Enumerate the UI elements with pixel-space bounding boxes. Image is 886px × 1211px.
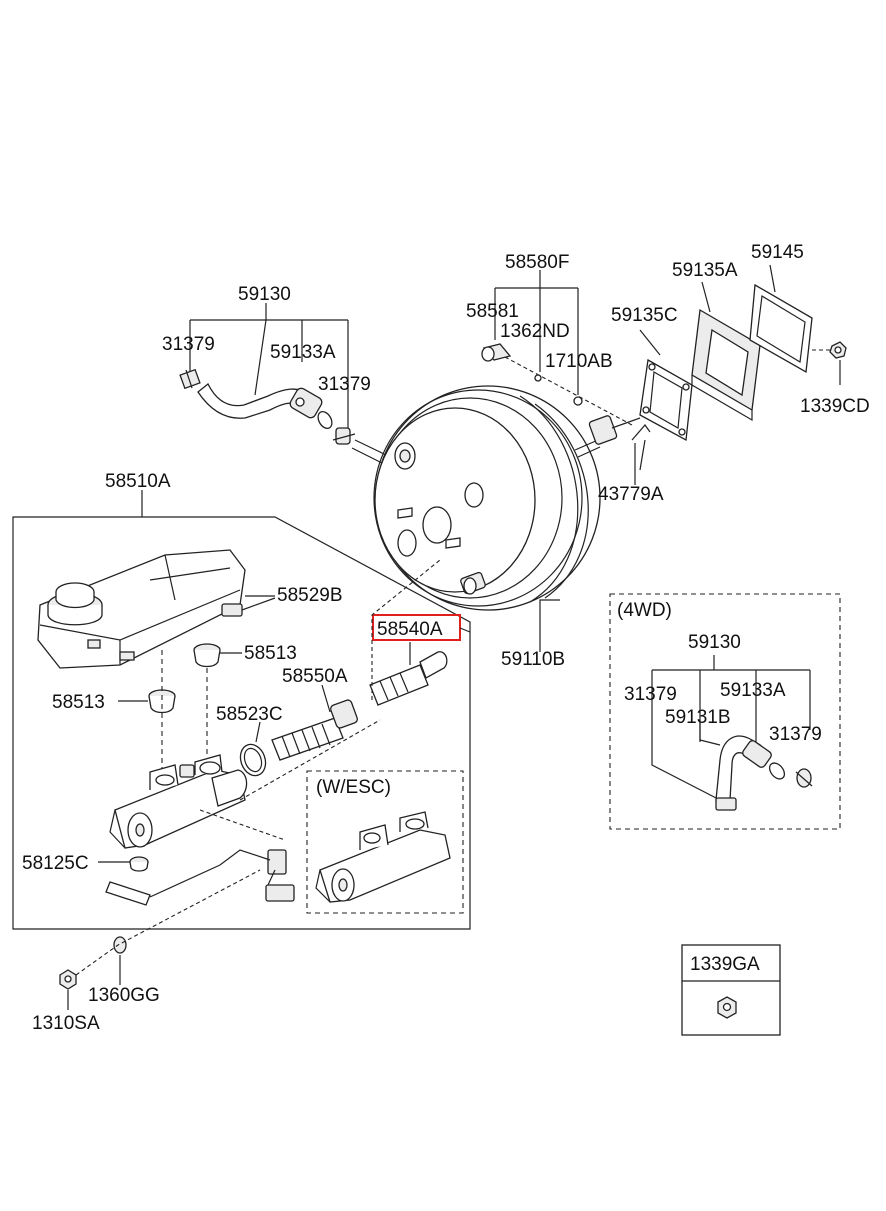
grommet-58513-left[interactable]	[148, 689, 176, 714]
label-58581[interactable]: 58581	[466, 301, 519, 322]
pressure-sensor-wire	[105, 849, 295, 906]
clevis-pin[interactable]	[481, 343, 512, 362]
label-1339GA[interactable]: 1339GA	[690, 954, 760, 975]
reservoir-cap[interactable]	[47, 582, 103, 626]
level-sensor-connector	[221, 597, 276, 617]
o-ring-58523C[interactable]	[236, 741, 269, 779]
4wd-title: (4WD)	[617, 600, 672, 621]
pin-43779A[interactable]	[631, 424, 651, 441]
4wd-label-31379-right[interactable]: 31379	[769, 724, 822, 745]
label-1310SA[interactable]: 1310SA	[32, 1013, 100, 1034]
nut-1339CD[interactable]	[829, 341, 847, 359]
master-cylinder-assembly-box	[12, 516, 471, 930]
part-1339GA-box	[681, 944, 781, 1036]
label-58529B[interactable]: 58529B	[277, 585, 343, 606]
clevis-pin-group	[481, 270, 633, 426]
check-valve[interactable]	[288, 386, 334, 430]
spacer-59135A[interactable]	[691, 308, 761, 422]
4wd-label-59131B[interactable]: 59131B	[665, 707, 731, 728]
clip[interactable]	[573, 396, 583, 406]
label-59135C[interactable]: 59135C	[611, 305, 678, 326]
4wd-variant-box	[609, 593, 841, 830]
4wd-label-31379-left[interactable]: 31379	[624, 684, 677, 705]
grommet-58513-right[interactable]	[193, 643, 221, 668]
4wd-label-59133A[interactable]: 59133A	[720, 680, 786, 701]
label-58513-right[interactable]: 58513	[244, 643, 297, 664]
wesc-variant-box	[306, 770, 464, 914]
gasket-59135C[interactable]	[639, 358, 693, 442]
label-58523C[interactable]: 58523C	[216, 704, 283, 725]
label-1339CD[interactable]: 1339CD	[800, 396, 870, 417]
label-1710AB[interactable]: 1710AB	[545, 351, 613, 372]
plug-58125C[interactable]	[129, 856, 149, 872]
label-59110B[interactable]: 59110B	[501, 649, 565, 670]
booster-port-fitting	[460, 571, 486, 595]
label-58550A[interactable]: 58550A	[282, 666, 348, 687]
label-58510A[interactable]: 58510A	[105, 471, 171, 492]
mounting-bolt-1310SA[interactable]	[59, 969, 77, 990]
label-59133A[interactable]: 59133A	[270, 342, 336, 363]
label-58580F[interactable]: 58580F	[505, 252, 569, 273]
label-1362ND[interactable]: 1362ND	[500, 321, 570, 342]
washer-1360GG[interactable]	[113, 936, 127, 954]
brake-booster[interactable]	[373, 385, 641, 611]
highlight-box-58540A	[372, 614, 461, 641]
label-31379-left[interactable]: 31379	[162, 334, 215, 355]
label-1360GG[interactable]: 1360GG	[88, 985, 160, 1006]
primary-piston-58550A[interactable]	[271, 699, 358, 761]
snap-pin[interactable]	[534, 374, 542, 382]
label-58125C[interactable]: 58125C	[22, 853, 89, 874]
hose-clamp-right[interactable]	[332, 427, 356, 445]
nut-1339GA-icon	[717, 996, 737, 1019]
label-58540A[interactable]: 58540A	[377, 619, 443, 640]
gasket-59145[interactable]	[749, 283, 813, 374]
4wd-vacuum-hose[interactable]	[715, 735, 787, 811]
hose-clamp-left[interactable]	[179, 368, 201, 390]
4wd-hose-clamp[interactable]	[795, 768, 813, 788]
label-43779A[interactable]: 43779A	[598, 484, 664, 505]
label-59145[interactable]: 59145	[751, 242, 804, 263]
master-cylinder-body[interactable]	[109, 754, 248, 849]
wesc-master-cylinder[interactable]	[315, 811, 451, 903]
secondary-piston-58540A[interactable]	[369, 651, 448, 706]
label-59130[interactable]: 59130	[238, 284, 291, 305]
label-58513-left[interactable]: 58513	[52, 692, 105, 713]
label-59135A[interactable]: 59135A	[672, 260, 738, 281]
wesc-title: (W/ESC)	[316, 777, 391, 798]
4wd-label-59130[interactable]: 59130	[688, 632, 741, 653]
label-31379-mid[interactable]: 31379	[318, 374, 371, 395]
